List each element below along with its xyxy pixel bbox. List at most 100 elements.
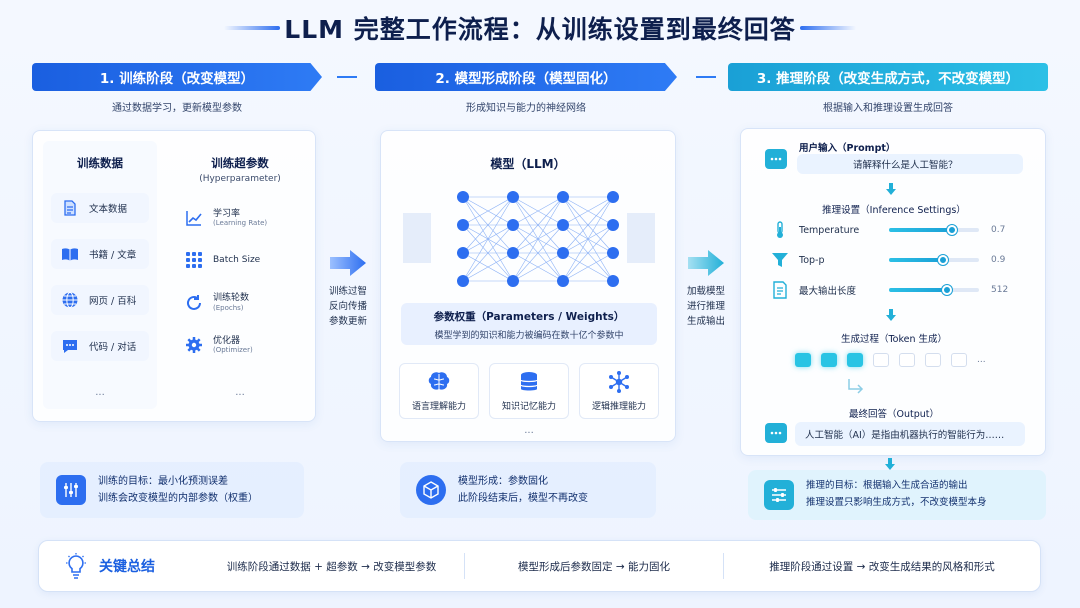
tokens-more: ... [977,355,986,365]
model-goal-text: 模型形成：参数固化 此阶段结束后，模型不再改变 [458,473,588,508]
summary-item: 推理阶段通过设置 → 改变生成结果的风格和形式 [769,560,995,573]
data-item-text: 文本数据 [51,193,149,223]
network-icon [609,370,629,393]
token-row: ... [795,353,986,367]
grid-icon [185,251,203,269]
hyperparams-subtitle: (Hyperparameter) [199,174,281,184]
settings-title: 推理设置（Inference Settings） [822,205,966,216]
model-title: 模型（LLM） [490,157,566,171]
title-decoration-right [800,26,856,30]
summary-item: 训练阶段通过数据 + 超参数 → 改变模型参数 [226,560,437,573]
phase-connector [337,76,357,78]
phase-header-training: 1. 训练阶段（改变模型） [32,63,322,91]
flow-step: 加载模型 [686,286,725,297]
hp-sub: (Optimizer) [213,346,253,355]
return-arrow-icon [848,379,864,394]
top-p-slider [889,255,979,265]
arrow-down-icon [886,183,896,195]
hp-label: 学习率 [213,209,241,219]
ability-label: 知识记忆能力 [501,401,556,412]
data-item-label: 网页 / 百科 [89,296,137,307]
ability-label: 语言理解能力 [411,401,466,412]
phase-header-model: 2. 模型形成阶段（模型固化） [375,63,677,91]
inference-goal-box: 推理的目标：根据输入生成合适的输出 推理设置只影响生成方式，不改变模型本身 [748,470,1046,520]
ability-label: 逻辑推理能力 [591,401,646,412]
hp-item-optimizer: 优化器(Optimizer) [185,336,305,354]
arrow-down-icon [886,309,896,321]
brain-icon [428,371,450,390]
params-description: 模型学到的知识和能力被编码在数十亿个参数中 [434,331,624,341]
document-icon [61,199,79,217]
title-decoration-left [224,26,280,30]
goal-line: 此阶段结束后，模型不再改变 [458,493,588,504]
setting-top-p: Top-p 0.9 [771,249,1021,271]
data-item-code: 代码 / 对话 [51,331,149,361]
ability-knowledge: 知识记忆能力 [489,363,569,419]
goal-line: 模型形成：参数固化 [458,475,548,487]
goal-line: 训练的目标：最小化预测误差 [98,475,228,487]
setting-max-length: 最大输出长度 512 [771,279,1021,301]
setting-temperature: Temperature 0.7 [771,219,1021,241]
phase-subtitle-model: 形成知识与能力的神经网络 [466,103,586,114]
abilities-more: ... [524,425,534,436]
training-goal-box: 训练的目标：最小化预测误差 训练会改变模型的内部参数（权重） [40,462,304,518]
lightbulb-icon [66,553,86,579]
data-item-books: 书籍 / 文章 [51,239,149,269]
token-generated [847,353,863,367]
inference-goal-text: 推理的目标：根据输入生成合适的输出 推理设置只影响生成方式，不改变模型本身 [806,478,987,511]
flow-arrow-right-icon [330,250,366,276]
phase-subtitle-inference: 根据输入和推理设置生成回答 [823,103,953,114]
setting-value: 0.9 [991,255,1006,265]
training-data-column: 训练数据 文本数据 书籍 / 文章 网页 / 百科 代码 / 对话 ... [43,141,157,409]
thermometer-icon [771,221,789,239]
flow-step: 训练过智 [328,286,367,297]
phase-connector [696,76,716,78]
summary-divider [464,553,465,579]
input-title: 用户输入（Prompt） [799,143,896,154]
training-goal-text: 训练的目标：最小化预测误差 训练会改变模型的内部参数（权重） [98,473,258,508]
book-icon [61,245,79,263]
output-answer: 人工智能（AI）是指由机器执行的智能行为…… [795,422,1025,446]
gear-icon [185,336,203,354]
funnel-icon [771,251,789,269]
flow-step: 进行推理 [686,301,725,313]
page-title: LLM 完整工作流程：从训练设置到最终回答 [284,15,796,44]
data-item-label: 代码 / 对话 [89,342,137,353]
training-panel: 训练数据 文本数据 书籍 / 文章 网页 / 百科 代码 / 对话 ... 训练… [32,130,316,422]
summary-item: 模型形成后参数固定 → 能力固化 [518,560,670,573]
arrow-down-icon [885,458,895,470]
hyperparams-title: 训练超参数 [211,156,269,170]
sliders-icon [764,480,794,510]
flow-arrow-right-icon [688,250,724,276]
output-title: 最终回答（Output） [849,409,939,420]
summary-header: 关键总结 [39,553,199,579]
chart-line-icon [185,209,203,227]
inference-panel: 用户输入（Prompt） 请解释什么是人工智能？ 推理设置（Inference … [740,128,1046,456]
prompt-input: 请解释什么是人工智能？ [797,154,1023,174]
setting-label: Temperature [799,224,860,236]
key-summary-bar: 关键总结 训练阶段通过数据 + 超参数 → 改变模型参数 模型形成后参数固定 →… [38,540,1041,592]
token-generated [821,353,837,367]
ability-language: 语言理解能力 [399,363,479,419]
temperature-slider [889,225,979,235]
settings-list: Temperature 0.7 Top-p 0.9 最大输出长度 512 [771,219,1021,301]
goal-line: 训练会改变模型的内部参数（权重） [98,493,258,504]
data-item-label: 文本数据 [89,204,128,215]
data-more: ... [95,387,105,398]
hp-sub: (Epochs) [213,303,244,312]
chat-icon [61,337,79,355]
hp-sub: (Learning Rate) [213,219,268,228]
training-data-title: 训练数据 [77,156,123,170]
setting-value: 512 [991,285,1009,295]
hp-label: 训练轮数 [213,293,250,304]
cube-icon [416,475,446,505]
flow-step: 反向传播 [328,301,367,313]
flow-step: 参数更新 [328,316,367,328]
params-title: 参数权重（Parameters / Weights） [433,311,625,323]
token-pending [873,353,889,367]
token-generated [795,353,811,367]
params-box: 参数权重（Parameters / Weights） 模型学到的知识和能力被编码… [401,303,657,345]
max-length-slider [889,285,979,295]
globe-icon [61,291,79,309]
hp-label: 优化器 [213,335,241,346]
